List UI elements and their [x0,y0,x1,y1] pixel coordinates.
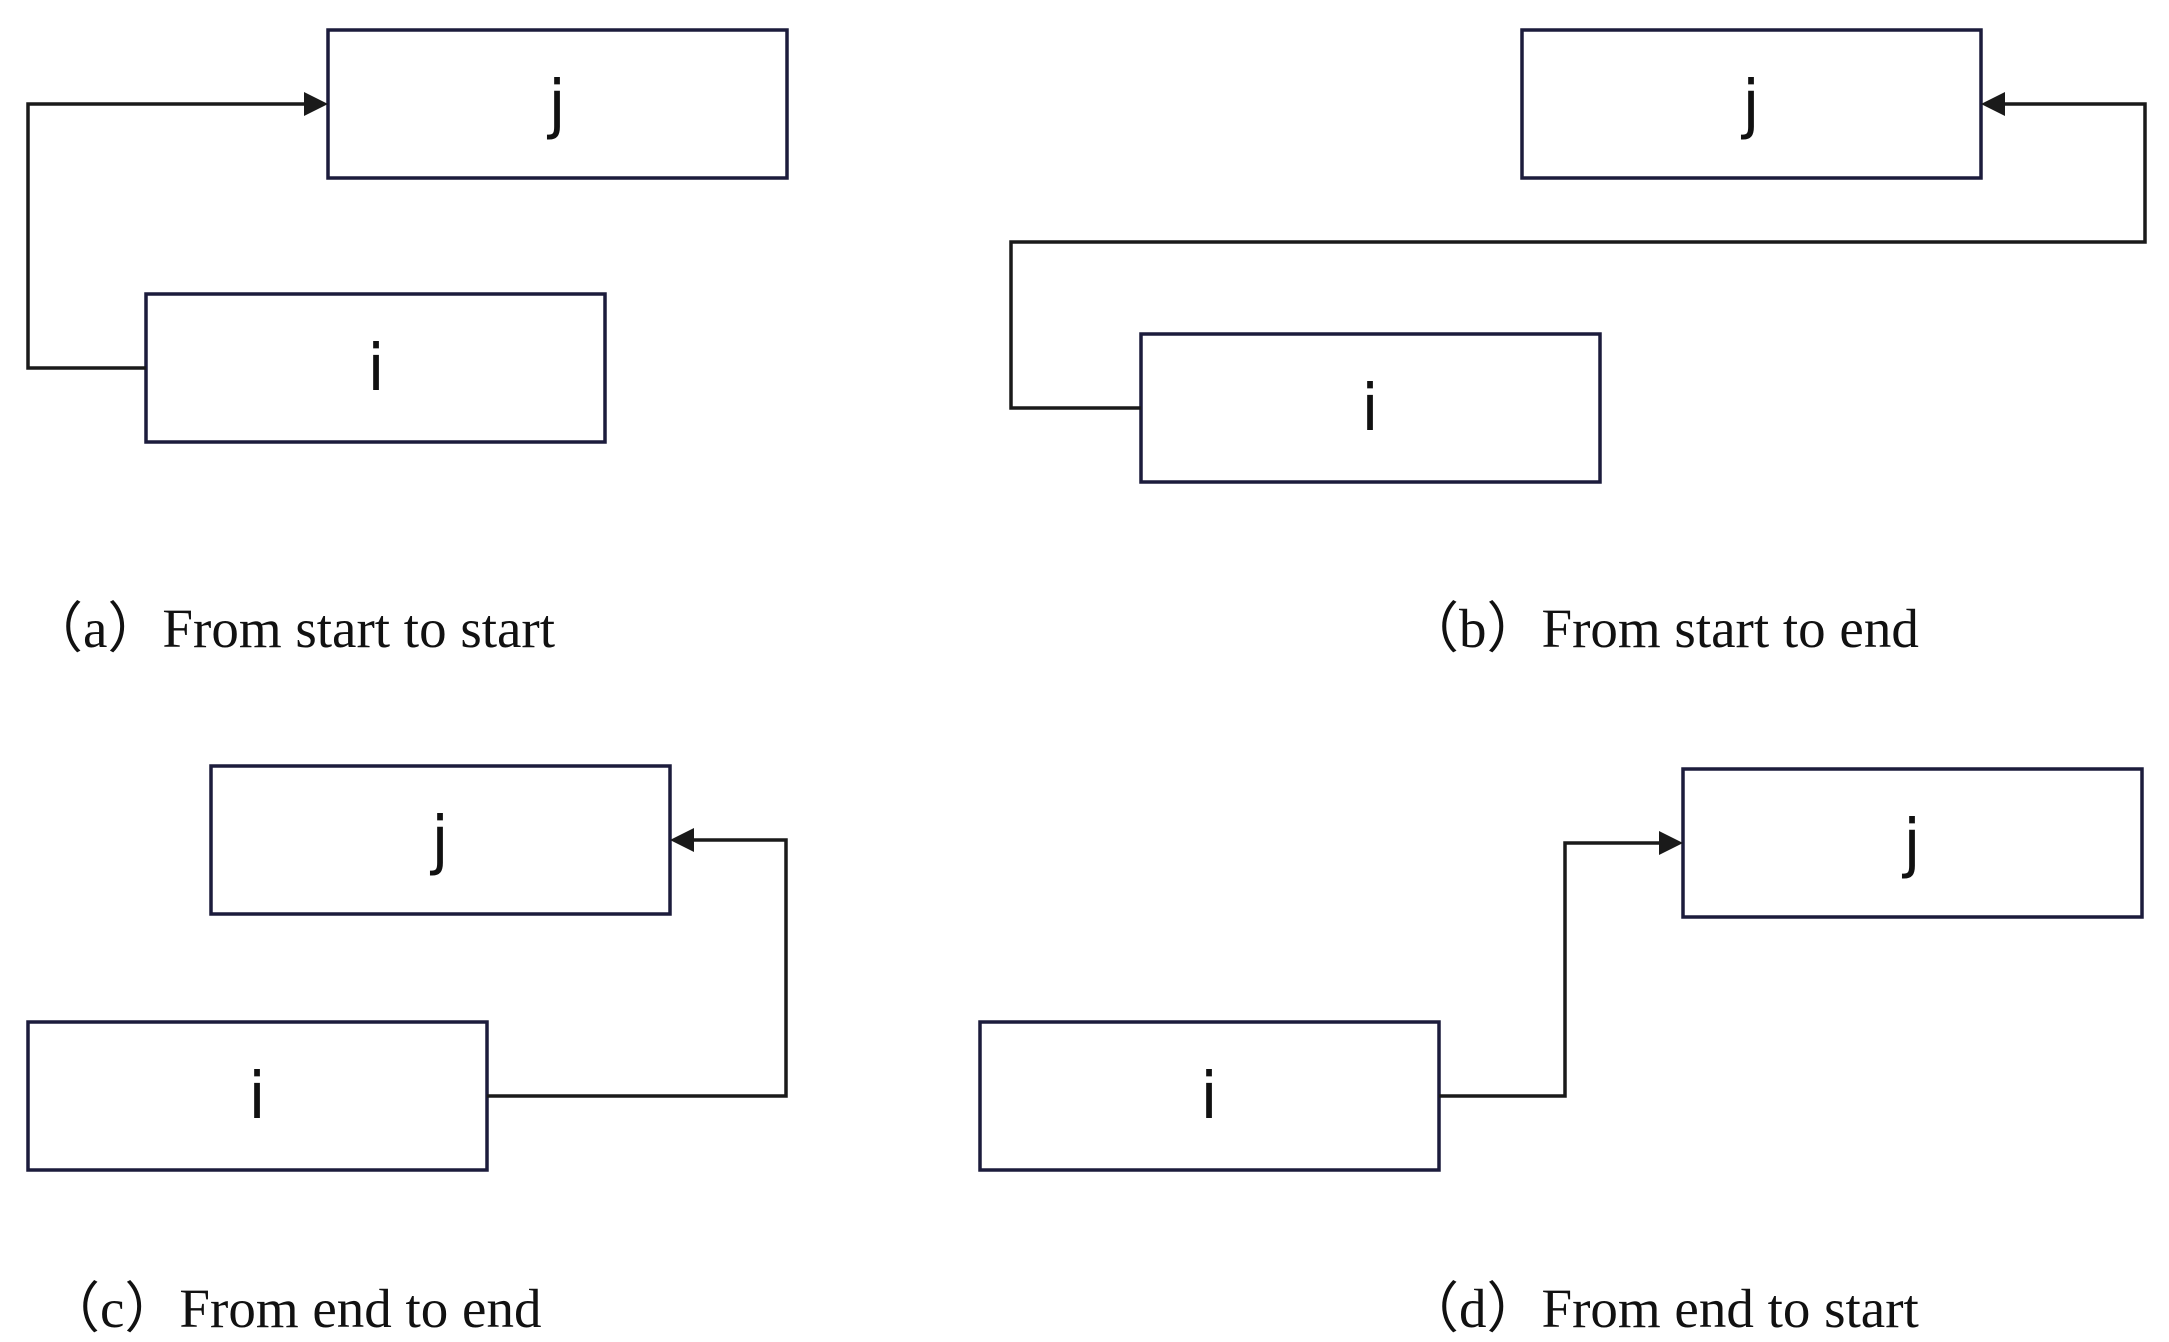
panel-b-connector [1009,102,2147,410]
panel-c-arrowhead [670,828,694,852]
panel-d-caption: （d）From end to start [1404,1278,1919,1339]
panel-b-node-i-label: i [1361,372,1379,446]
panel-b-node-j-box [1520,28,1983,180]
panel-a-caption: （a）From start to start [28,598,555,659]
panel-d-node-j-box [1681,767,2144,919]
panel-b-node-i-box [1139,332,1602,484]
panel-c-node-i-box [26,1020,489,1172]
panel-d-arrowhead [1659,831,1683,855]
panel-a: j i （a）From start to start [26,28,789,659]
panel-a-arrowhead [304,92,328,116]
panel-b-caption: （b）From start to end [1404,598,1919,659]
panel-a-node-j-box [326,28,789,180]
panel-d-node-j-label: j [1901,807,1921,881]
panel-a-node-i-box [144,292,607,444]
panel-d-node-i-label: i [1200,1060,1218,1134]
panel-b-node-j-label: j [1740,68,1760,142]
panel-d-node-i-box [978,1020,1441,1172]
panel-d: j i （d）From end to start [978,767,2144,1339]
panel-d-connector [1439,841,1661,1098]
panel-c-caption: （c）From end to end [45,1278,541,1339]
panel-c-node-i-label: i [248,1060,266,1134]
panel-a-connector [26,102,306,370]
panel-c: j i （c）From end to end [26,764,788,1339]
panel-a-node-i-label: i [367,332,385,406]
panel-c-connector [487,838,788,1098]
panel-b: j i （b）From start to end [1009,28,2147,659]
panel-c-node-j-label: j [429,804,449,878]
panel-a-node-j-label: j [546,68,566,142]
panel-b-arrowhead [1981,92,2005,116]
